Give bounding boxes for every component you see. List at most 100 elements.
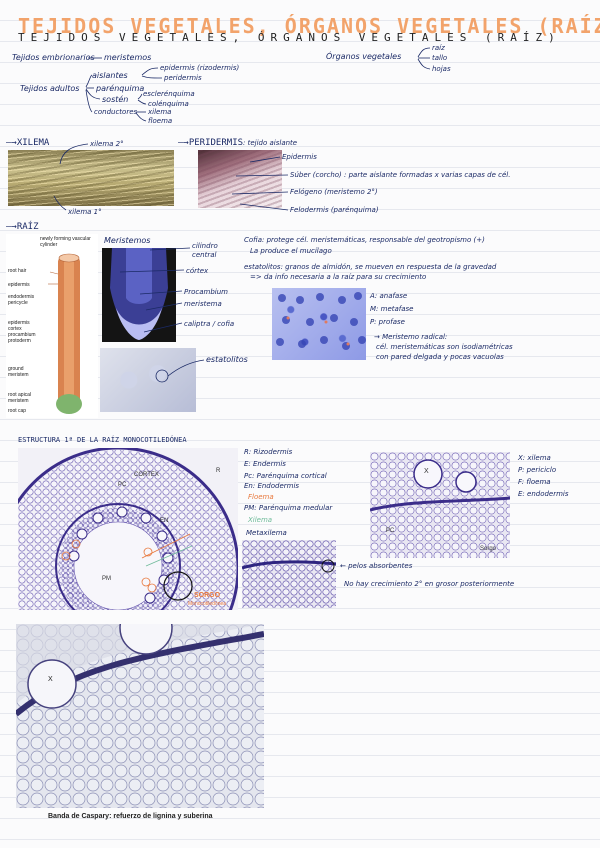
sorgo-img-x: X: [424, 468, 429, 475]
xilema-heading: —→XILEMA: [6, 138, 50, 148]
phase-anafase: A: anafase: [370, 292, 408, 300]
sosten-label: sostén: [102, 95, 129, 104]
pelos-label: ← pelos absorbentes: [340, 562, 413, 570]
radical-note-1: → Meristemo radical:: [374, 333, 448, 341]
diagram-label-root-hair: root hair: [8, 268, 27, 274]
aislantes-label: aislantes: [92, 71, 128, 80]
mono-img-sorgo: SORGO: [194, 592, 221, 599]
mono-img-sorgo-sub: Monocotiledónea: [188, 601, 227, 607]
caspary-img-x: X: [48, 676, 53, 683]
epidermis-label: epidermis (rizodermis): [160, 64, 240, 72]
monocot-micrograph: CORTEX PC EN PM R SORGO Monocotiledónea: [18, 448, 238, 610]
sorgo-legend-f: F: floema: [518, 478, 551, 486]
pelos-drawing: [242, 540, 336, 608]
diagram-label-pericycle: pericycle: [8, 300, 28, 306]
tejidos-embrionarios: Tejidos embrionarios: [12, 53, 95, 62]
mono-img-r: R: [216, 468, 221, 474]
diagram-label-ground-meristem: ground meristem: [8, 366, 29, 378]
organo-hojas: hojas: [432, 65, 451, 73]
pelos-micrograph: [242, 540, 336, 608]
mitosis-drawing: [276, 292, 366, 350]
raiz-heading: —→RAÍZ: [6, 222, 39, 232]
page-title: TEJIDOS VEGETALES, ÓRGANOS VEGETALES (RA…: [18, 14, 600, 38]
radical-note-3: con pared delgada y pocas vacuolas: [376, 353, 504, 361]
mono-legend-r: R: Rizodermis: [244, 448, 293, 456]
diagram-label-root-cap: root cap: [8, 408, 27, 414]
peri-epidermis: Epidermis: [282, 153, 317, 161]
diagram-label-epidermis-2: epidermis: [8, 320, 30, 326]
xilema-2-label: xilema 2°: [90, 140, 124, 148]
meristemos-heading: Meristemos: [104, 236, 151, 245]
xylem-micrograph: [8, 150, 174, 206]
xilema-label: xilema: [148, 108, 172, 116]
procambium-label: Procambium: [184, 288, 228, 296]
mono-metaxilema: Metaxilema: [246, 529, 287, 537]
diagram-label-root-apical: root apical meristem: [8, 392, 32, 404]
organos-label: Órganos vegetales: [326, 52, 402, 61]
sorgo-micrograph: X PC Sorgo: [370, 452, 510, 558]
organo-raiz: raíz: [432, 44, 445, 52]
diagram-label-endodermis: endodermis: [8, 294, 35, 300]
diagram-label-cortex: cortex: [8, 326, 22, 332]
sorgo-legend-x: X: xilema: [518, 454, 551, 462]
mono-pm: PM: Parénquima medular: [244, 504, 333, 512]
mono-xilema: Xilema: [248, 516, 273, 524]
no-crecimiento-label: No hay crecimiento 2° en grosor posterio…: [344, 580, 515, 588]
meristem-micrograph: [102, 248, 176, 342]
mitosis-micrograph: [272, 288, 366, 360]
conductores-label: conductores: [94, 108, 138, 116]
cofia-note-1: Cofia: protege cél. meristemáticas, resp…: [244, 236, 485, 244]
diagram-label-vascular: newly forming vascular cylinder: [40, 236, 91, 248]
sorgo-drawing: [370, 452, 510, 558]
mono-legend-pc: Pc: Parénquima cortical: [244, 472, 327, 480]
meristema-label: meristema: [184, 300, 222, 308]
statolith-micrograph: [100, 348, 196, 412]
radical-note-2: cél. meristemáticas son isodiamétricas: [376, 343, 513, 351]
peri-felogeno: Felógeno (meristemo 2°): [290, 188, 378, 196]
esclerenquima-label: esclerénquima: [143, 90, 195, 98]
peridermis-heading: —→PERIDERMIS: tejido aislante: [178, 138, 298, 148]
estatolitos-label: estatolitos: [206, 355, 248, 364]
floema-label: floema: [148, 117, 173, 125]
phase-profase: P: profase: [370, 318, 405, 326]
meristemos-label: meristemos: [104, 53, 152, 62]
cofia-note-2: La produce el mucílago: [250, 247, 332, 255]
mono-heading: ESTRUCTURA 1ª DE LA RAÍZ MONOCOTILEDÓNEA: [18, 436, 187, 444]
tejidos-adultos: Tejidos adultos: [20, 84, 80, 93]
sorgo-legend-e: E: endodermis: [518, 490, 569, 498]
page-subtitle: TEJIDOS VEGETALES, ÓRGANOS VEGETALES (RA…: [18, 31, 561, 44]
caspary-micrograph: X: [16, 624, 264, 808]
diagram-label-epidermis: epidermis: [8, 282, 30, 288]
caspary-caption: Banda de Caspary: refuerzo de lignina y …: [48, 813, 213, 820]
monocot-drawing: [18, 448, 238, 610]
cortex-label: córtex: [186, 267, 209, 275]
peri-suber: Súber (corcho) : parte aislante formadas…: [290, 171, 511, 179]
mono-img-pc: PC: [118, 482, 127, 488]
caspary-drawing: [16, 624, 264, 808]
mono-img-en: EN: [160, 518, 169, 524]
sorgo-img-pc: PC: [386, 528, 395, 534]
mono-floema: Floema: [248, 493, 274, 501]
parenquima-label: parénquima: [96, 84, 145, 93]
diagram-label-procambium: procambium: [8, 332, 36, 338]
mono-img-pm: PM: [102, 576, 111, 582]
root-diagram: newly forming vascular cylinder root hai…: [6, 234, 98, 418]
organo-tallo: tallo: [432, 54, 448, 62]
xilema-1-label: xilema 1°: [68, 208, 102, 216]
diagram-label-protoderm: protoderm: [8, 338, 31, 344]
estatolitos-note-2: => da info necesaria a la raíz para su c…: [250, 273, 427, 281]
peridermis-label: peridermis: [164, 74, 202, 82]
peridermis-micrograph: [198, 150, 282, 208]
cilindro-central-label: cilindro central: [192, 242, 218, 259]
peri-felodermis: Felodermis (parénquima): [290, 206, 379, 214]
mono-legend-en: En: Endodermis: [244, 482, 300, 490]
mono-img-cortex: CORTEX: [134, 472, 159, 478]
estatolitos-note-1: estatolitos: granos de almidón, se mueve…: [244, 263, 497, 271]
root-drawing: [48, 253, 82, 414]
phase-metafase: M: metafase: [370, 305, 414, 313]
colenquima-label: colénquima: [148, 100, 189, 108]
